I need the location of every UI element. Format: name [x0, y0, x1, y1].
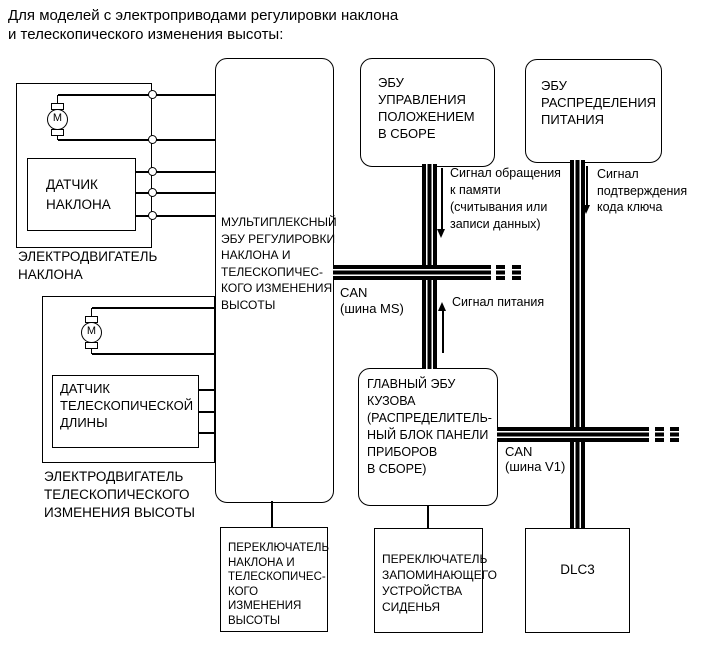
motor-circle: M — [47, 109, 68, 130]
main-body-ecu-box — [358, 368, 498, 506]
power-distribution-ecu-box — [525, 59, 662, 163]
wire — [58, 94, 215, 96]
dlc3-label: DLC3 — [560, 562, 595, 577]
bus-continuation-dash — [496, 265, 505, 280]
connector-node — [148, 135, 157, 144]
wire — [427, 506, 429, 529]
multiplex-ecu-box — [215, 58, 334, 503]
connector-node — [148, 211, 157, 220]
can-v1-label: CAN (шина V1) — [505, 444, 566, 474]
wire — [136, 171, 215, 173]
connector-node — [148, 188, 157, 197]
telescopic-sensor-label: ДАТЧИК ТЕЛЕСКОПИЧЕСКОЙ ДЛИНЫ — [60, 381, 194, 430]
memory-access-arrowhead-icon — [437, 229, 445, 238]
wire — [58, 139, 215, 141]
bus-continuation-dash — [655, 427, 664, 442]
bus-continuation-dash — [512, 265, 521, 280]
bus-from-power-ecu — [570, 160, 585, 528]
tilt-telescopic-switch-label: ПЕРЕКЛЮЧАТЕЛЬ НАКЛОНА И ТЕЛЕСКОПИЧЕС- КО… — [228, 542, 329, 627]
position-control-ecu-label: ЭБУ УПРАВЛЕНИЯ ПОЛОЖЕНИЕМ В СБОРЕ — [378, 75, 475, 141]
key-code-arrow-down-icon — [586, 166, 588, 206]
can-bus-ms — [333, 265, 491, 280]
wire — [199, 432, 215, 434]
position-control-ecu-box — [360, 58, 495, 167]
wire — [136, 215, 215, 217]
key-code-signal-annotation: Сигнал подтверждения кода ключа — [597, 167, 688, 214]
connector-node — [148, 90, 157, 99]
can-bus-v1 — [497, 427, 649, 442]
memory-access-arrow-down-icon — [441, 168, 443, 230]
power-signal-arrowhead-icon — [438, 302, 446, 311]
motor-icon: M — [81, 308, 102, 354]
wire — [271, 501, 273, 528]
motor-lead — [90, 348, 92, 354]
power-signal-arrow-up-icon — [442, 310, 444, 353]
tilt-sensor-box — [27, 158, 136, 231]
telescopic-sensor-box — [52, 375, 199, 448]
motor-lead — [56, 95, 58, 104]
main-body-ecu-label: ГЛАВНЫЙ ЭБУ КУЗОВА (РАСПРЕДЕЛИТЕЛЬ- НЫЙ … — [367, 377, 492, 476]
dlc3-box — [525, 528, 630, 633]
tilt-telescopic-switch-box — [220, 527, 328, 632]
seat-memory-switch-label: ПЕРЕКЛЮЧАТЕЛЬ ЗАПОМИНАЮЩЕГО УСТРОЙСТВА С… — [382, 552, 497, 614]
power-signal-annotation: Сигнал питания — [452, 295, 545, 309]
motor-lead — [90, 308, 92, 317]
wire — [92, 307, 215, 309]
key-code-arrowhead-icon — [582, 205, 590, 214]
can-ms-label: CAN (шина MS) — [340, 285, 404, 316]
tilt-sensor-label: ДАТЧИК НАКЛОНА — [46, 177, 111, 212]
multiplex-ecu-label: МУЛЬТИПЛЕКСНЫЙ ЭБУ РЕГУЛИРОВКИ НАКЛОНА И… — [221, 215, 337, 312]
telescopic-assembly-label: ЭЛЕКТРОДВИГАТЕЛЬ ТЕЛЕСКОПИЧЕСКОГО ИЗМЕНЕ… — [44, 469, 195, 520]
motor-circle: M — [81, 322, 102, 343]
wire — [92, 353, 215, 355]
tilt-assembly-label: ЭЛЕКТРОДВИГАТЕЛЬ НАКЛОНА — [18, 249, 158, 282]
motor-lead — [56, 135, 58, 140]
wire — [199, 411, 215, 413]
connector-node — [148, 167, 157, 176]
diagram-title: Для моделей с электроприводами регулиров… — [8, 6, 398, 44]
power-distribution-ecu-label: ЭБУ РАСПРЕДЕЛЕНИЯ ПИТАНИЯ — [541, 78, 657, 127]
wire — [199, 389, 215, 391]
bus-continuation-dash — [670, 427, 679, 442]
wire — [136, 192, 215, 194]
title-line: и телескопического изменения высоты: — [8, 26, 284, 43]
seat-memory-switch-box — [374, 528, 483, 633]
motor-icon: M — [47, 95, 68, 140]
memory-signal-annotation: Сигнал обращения к памяти (считывания ил… — [450, 166, 561, 231]
title-line: Для моделей с электроприводами регулиров… — [8, 7, 399, 24]
